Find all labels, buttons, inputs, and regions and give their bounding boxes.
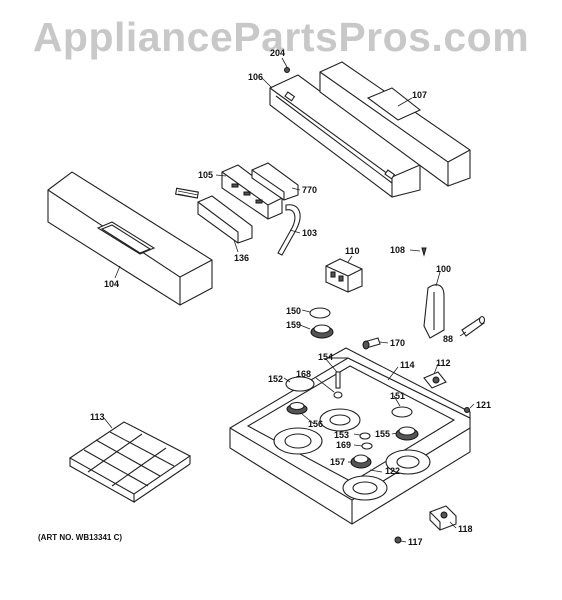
label-110: 110 <box>345 246 360 256</box>
part-770-bracket <box>251 162 299 201</box>
label-153: 153 <box>334 430 350 440</box>
part-107-trim <box>319 61 471 187</box>
label-118: 118 <box>458 524 473 534</box>
label-152: 152 <box>268 374 284 384</box>
part-121-screw <box>464 407 470 413</box>
label-151: 151 <box>390 391 406 401</box>
label-136: 136 <box>234 253 250 263</box>
label-103: 103 <box>302 228 318 238</box>
part-168-cap <box>333 391 343 399</box>
label-107: 107 <box>412 90 428 100</box>
label-155: 155 <box>375 429 391 439</box>
part-114-cooktop <box>229 347 471 525</box>
part-169-cap <box>361 442 373 450</box>
label-105: 105 <box>198 170 214 180</box>
label-154: 154 <box>318 352 334 362</box>
part-152-burner-cap <box>285 376 315 392</box>
part-108-pin <box>421 247 427 257</box>
part-105-control-board <box>221 164 283 220</box>
part-118-foot <box>429 505 457 531</box>
part-104-control-panel <box>47 171 213 306</box>
label-122: 122 <box>385 466 401 476</box>
part-117-screw <box>394 536 402 544</box>
label-104: 104 <box>104 279 120 289</box>
part-157-burner-head <box>350 454 372 469</box>
leader-lines <box>103 57 475 543</box>
watermark: AppliancePartsPros.com <box>32 14 530 60</box>
label-150: 150 <box>286 306 302 316</box>
label-157: 157 <box>330 457 346 467</box>
part-150-burner-cap <box>309 307 331 319</box>
label-100: 100 <box>436 264 452 274</box>
label-159: 159 <box>286 320 302 330</box>
label-169: 169 <box>336 440 352 450</box>
label-113: 113 <box>90 412 105 422</box>
label-156: 156 <box>308 419 324 429</box>
part-88-roller <box>461 315 486 337</box>
label-112: 112 <box>436 358 451 368</box>
label-770: 770 <box>302 185 318 195</box>
part-155-burner-head <box>395 426 419 441</box>
part-110-valve <box>325 258 363 293</box>
part-156-burner-head <box>286 401 308 415</box>
part-100-bracket <box>423 284 445 339</box>
label-170: 170 <box>390 338 406 348</box>
label-114: 114 <box>400 360 415 370</box>
part-170-igniter <box>362 337 381 350</box>
label-108: 108 <box>390 245 406 255</box>
part-106-backguard <box>269 74 421 198</box>
label-204: 204 <box>270 48 286 58</box>
label-168: 168 <box>296 369 312 379</box>
label-88: 88 <box>443 334 454 344</box>
label-117: 117 <box>408 537 423 547</box>
part-112-valve <box>423 371 447 389</box>
part-113-grate <box>68 421 192 503</box>
label-106: 106 <box>248 72 264 82</box>
part-103-handle <box>277 204 301 256</box>
part-204-screw <box>284 67 290 73</box>
part-154-electrode <box>335 371 341 389</box>
part-153-cap <box>359 432 371 440</box>
part-151-burner-cap <box>391 406 413 418</box>
part-159-burner-head <box>310 324 334 339</box>
label-121: 121 <box>476 400 492 410</box>
part-136-keypad <box>174 187 253 244</box>
art-number: (ART NO. WB13341 C) <box>38 533 123 542</box>
